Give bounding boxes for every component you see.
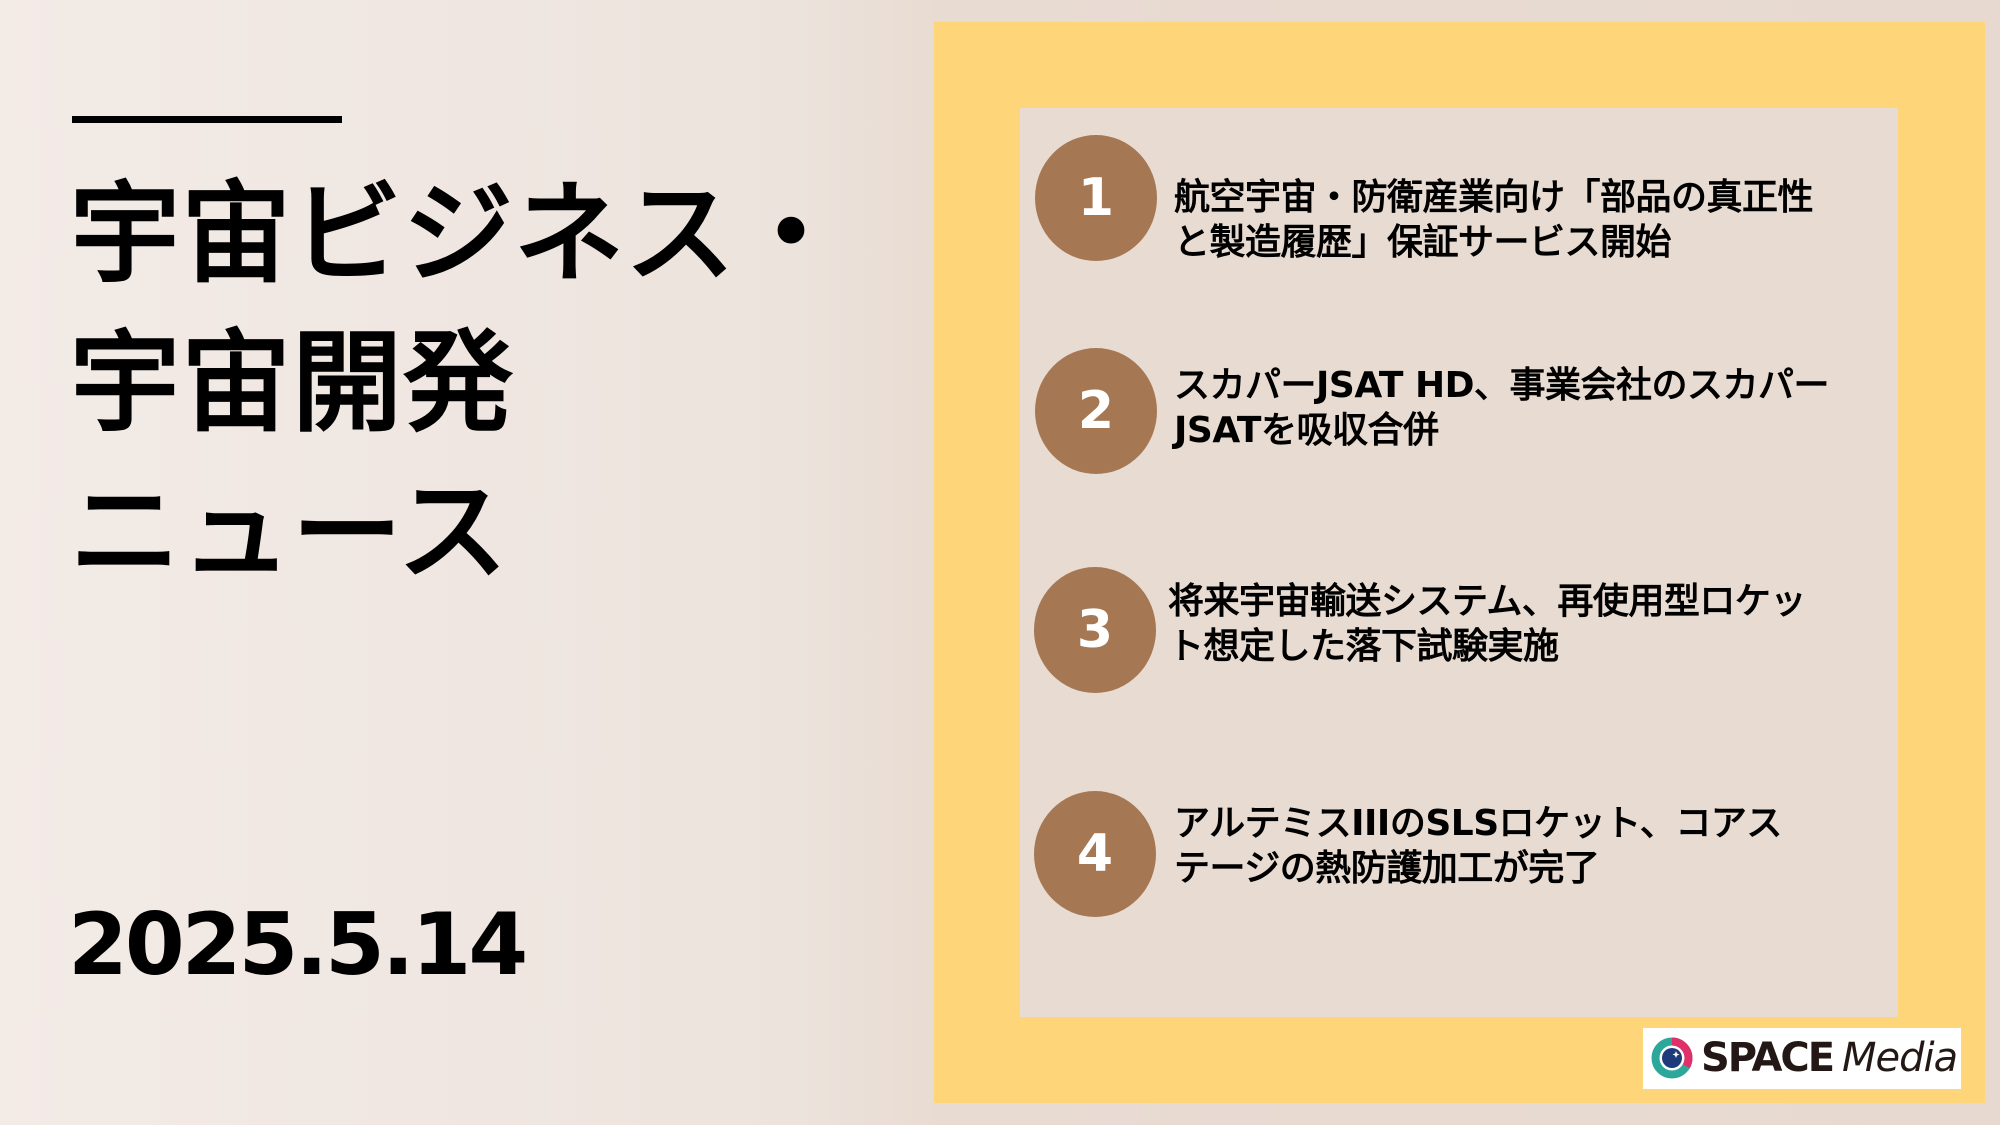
- number-badge: 1: [1035, 135, 1157, 261]
- number-badge: 4: [1034, 791, 1156, 917]
- news-item-2[interactable]: 2 スカパーJSAT HD、事業会社のスカパー JSATを吸収合併: [1020, 348, 1898, 478]
- title-line-1: 宇宙ビジネス・: [70, 170, 847, 298]
- news-item-1[interactable]: 1 航空宇宙・防衛産業向け「部品の真正性 と製造履歴」保証サービス開始: [1020, 135, 1898, 265]
- news-headline: 航空宇宙・防衛産業向け「部品の真正性 と製造履歴」保証サービス開始: [1174, 177, 1814, 263]
- space-media-logo: SPACE Media: [1643, 1028, 1961, 1089]
- news-item-4[interactable]: 4 アルテミスIIIのSLSロケット、コアス テージの熱防護加工が完了: [1020, 791, 1898, 921]
- title-line-2: 宇宙開発: [70, 319, 514, 447]
- logo-ring-icon: [1651, 1037, 1693, 1079]
- page-title: 宇宙ビジネス・ 宇宙開発 ニュース: [70, 160, 847, 607]
- title-line-3: ニュース: [70, 468, 509, 596]
- logo-word-space: SPACE: [1701, 1035, 1835, 1081]
- news-headline: 将来宇宙輸送システム、再使用型ロケッ ト想定した落下試験実施: [1168, 581, 1806, 667]
- news-item-3[interactable]: 3 将来宇宙輸送システム、再使用型ロケッ ト想定した落下試験実施: [1020, 567, 1898, 697]
- publish-date: 2025.5.14: [68, 895, 528, 995]
- number-badge: 2: [1035, 348, 1157, 474]
- logo-word-media: Media: [1842, 1035, 1958, 1081]
- news-list: 1 航空宇宙・防衛産業向け「部品の真正性 と製造履歴」保証サービス開始 2 スカ…: [1020, 108, 1898, 1017]
- news-headline: アルテミスIIIのSLSロケット、コアス テージの熱防護加工が完了: [1174, 803, 1782, 889]
- number-badge: 3: [1034, 567, 1156, 693]
- title-rule: [72, 116, 342, 123]
- news-headline: スカパーJSAT HD、事業会社のスカパー JSATを吸収合併: [1174, 365, 1830, 451]
